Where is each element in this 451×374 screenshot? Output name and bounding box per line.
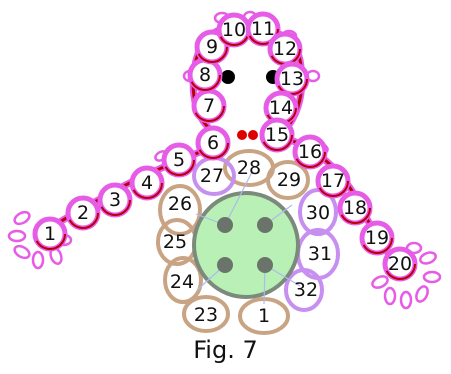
ring-1: 1 — [35, 219, 65, 249]
ring-2: 2 — [68, 198, 98, 228]
ring-label: 11 — [251, 18, 275, 40]
ring-label: 3 — [109, 189, 121, 211]
ring-15: 15 — [262, 120, 292, 150]
ring-label: 1 — [44, 223, 56, 245]
mouth-bead-left-icon — [237, 130, 247, 140]
ring-label: 12 — [273, 38, 297, 60]
body-ring-label-32: 32 — [294, 279, 318, 301]
ring-label: 2 — [77, 202, 89, 224]
ring-4: 4 — [132, 168, 162, 198]
ring-12: 12 — [270, 34, 300, 64]
ring-7: 7 — [194, 91, 224, 121]
ring-5: 5 — [164, 145, 194, 175]
ring-label: 13 — [280, 68, 304, 90]
ring-label: 10 — [222, 19, 246, 41]
ring-label: 19 — [365, 227, 389, 249]
body-ring-label-25: 25 — [163, 231, 187, 253]
ring-label: 6 — [207, 132, 219, 154]
body-ring-label-28: 28 — [237, 157, 261, 179]
ring-label: 14 — [269, 97, 293, 119]
left-eye-icon — [221, 70, 235, 84]
ring-label: 17 — [321, 170, 345, 192]
ring-10: 10 — [219, 15, 249, 45]
ring-label: 9 — [206, 36, 218, 58]
ring-18: 18 — [340, 193, 370, 223]
body-ring-label-30: 30 — [306, 202, 330, 224]
body-ring-label-1: 1 — [258, 305, 270, 327]
ring-label: 8 — [199, 64, 211, 86]
ring-label: 20 — [388, 253, 412, 275]
body-ring-label-27: 27 — [200, 165, 224, 187]
ring-label: 16 — [298, 141, 322, 163]
body-ring-label-29: 29 — [277, 169, 301, 191]
ring-17: 17 — [318, 166, 348, 196]
ring-3: 3 — [100, 185, 130, 215]
ring-19: 19 — [362, 223, 392, 253]
body-ring-label-31: 31 — [308, 243, 332, 265]
ring-13: 13 — [277, 64, 307, 94]
ring-20: 20 — [385, 249, 415, 279]
ring-label: 18 — [343, 197, 367, 219]
ring-6: 6 — [198, 128, 228, 158]
center-button-icon — [194, 193, 298, 297]
mouth-bead-right-icon — [248, 130, 258, 140]
body-ring-label-23: 23 — [194, 304, 218, 326]
ring-label: 5 — [173, 149, 185, 171]
figure-caption: Fig. 7 — [0, 336, 451, 364]
ring-16: 16 — [295, 137, 325, 167]
ring-label: 7 — [203, 95, 215, 117]
ring-8: 8 — [190, 60, 220, 90]
ring-label: 15 — [265, 124, 289, 146]
body-ring-label-24: 24 — [170, 271, 194, 293]
ring-label: 4 — [141, 172, 153, 194]
body-ring-label-26: 26 — [168, 193, 192, 215]
